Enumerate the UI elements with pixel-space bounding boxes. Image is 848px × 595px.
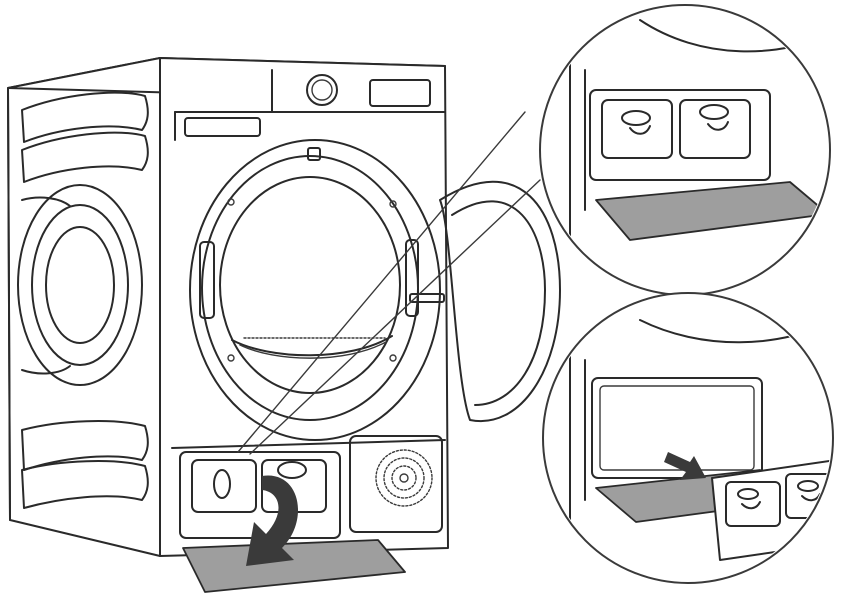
dryer-icon bbox=[7, 57, 561, 593]
callout-circle-bottom bbox=[542, 292, 834, 584]
condenser-flap-icon bbox=[182, 539, 406, 593]
condenser-flap-open-icon bbox=[595, 181, 828, 241]
straight-arrow-icon bbox=[664, 452, 706, 480]
callout-circle-top bbox=[539, 4, 831, 296]
curved-arrow-icon bbox=[246, 475, 299, 566]
drum-opening bbox=[219, 176, 401, 394]
filter-grille bbox=[349, 435, 443, 533]
door-outer-ring bbox=[189, 139, 441, 441]
callout-lines bbox=[237, 111, 541, 455]
dryer-side-panel bbox=[7, 57, 161, 557]
door-hinge bbox=[409, 293, 445, 303]
empty-condenser-bay bbox=[591, 377, 763, 479]
side-wave-decoration bbox=[17, 91, 149, 509]
program-knob bbox=[306, 74, 338, 106]
display-panel bbox=[369, 79, 431, 107]
water-tank-icon bbox=[711, 459, 831, 561]
condenser-latch-left bbox=[191, 459, 257, 513]
detergent-slot bbox=[184, 117, 261, 137]
open-door bbox=[439, 180, 561, 423]
